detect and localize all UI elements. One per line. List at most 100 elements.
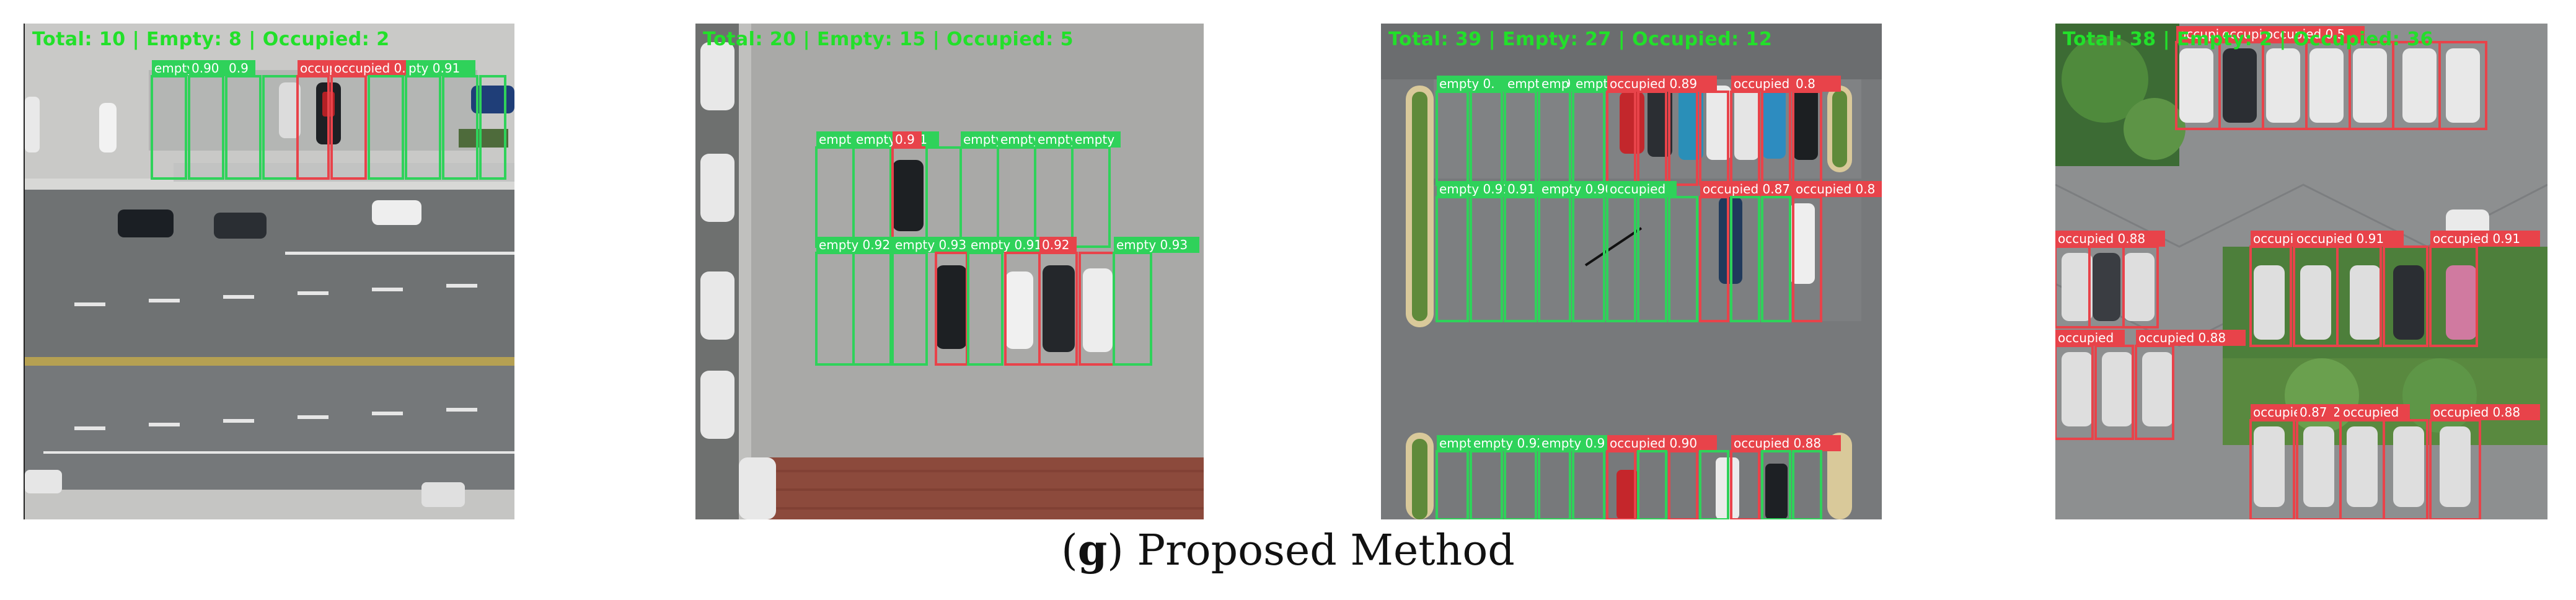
detection-label-background bbox=[1539, 76, 1568, 92]
space-counter: Total: 39 | Empty: 27 | Occupied: 12 bbox=[1388, 29, 1773, 50]
detection-label: 0.92 bbox=[1042, 237, 1070, 252]
detection-label: occupied 0.87 bbox=[1703, 182, 1790, 196]
detection-label: empty 0.91 bbox=[1439, 182, 1511, 196]
occupied-space-box bbox=[1668, 90, 1698, 186]
detection-label-background bbox=[1072, 131, 1118, 148]
detection-label-background bbox=[893, 237, 978, 253]
space-counter: Total: 38 | Empty: 2 | Occupied: 36 bbox=[2063, 29, 2433, 50]
detection-label-background bbox=[2340, 404, 2410, 420]
detection-label-background bbox=[1039, 237, 1077, 253]
empty-space-box bbox=[442, 75, 479, 180]
detection-label: empty bbox=[1075, 132, 1114, 147]
occupied-space-box bbox=[2438, 41, 2487, 130]
detection-label: occupied 0.91 bbox=[2296, 231, 2384, 246]
occupied-space-box bbox=[1668, 450, 1698, 519]
empty-space-box bbox=[1761, 196, 1791, 322]
detection-label: empty 0.93 bbox=[1116, 237, 1188, 252]
detection-label: occupied 0.8 bbox=[1796, 182, 1875, 196]
empty-space-box bbox=[1572, 450, 1605, 519]
detection-label-background bbox=[816, 237, 902, 253]
detection-label-background bbox=[2263, 26, 2365, 42]
occupied-space-box bbox=[2094, 345, 2134, 440]
space-counter: Total: 20 | Empty: 15 | Occupied: 5 bbox=[703, 29, 1074, 50]
detection-label: emp bbox=[1542, 76, 1569, 91]
space-counter: Total: 10 | Empty: 8 | Occupied: 2 bbox=[32, 29, 390, 50]
detection-label: 0.9 bbox=[895, 132, 915, 147]
panel-1-border bbox=[24, 24, 25, 519]
detection-label-background bbox=[189, 60, 226, 76]
empty-space-box bbox=[479, 75, 506, 180]
detection-label-background bbox=[816, 131, 854, 148]
detection-label: 0.87 bbox=[2300, 405, 2327, 420]
detection-label-background bbox=[1437, 76, 1506, 92]
detection-label: occupied 0.91 bbox=[2433, 231, 2520, 246]
detection-label: 0.90 bbox=[192, 61, 219, 76]
detection-label: occupied 0.88 bbox=[2058, 231, 2145, 246]
detection-label: occupied 0.88 bbox=[2433, 405, 2520, 420]
empty-space-box bbox=[1572, 196, 1605, 322]
empty-space-box bbox=[1792, 450, 1822, 519]
empty-space-box bbox=[1470, 196, 1503, 322]
occupied-space-box bbox=[2383, 419, 2428, 519]
detection-label-background bbox=[1731, 435, 1841, 451]
detection-label: empty 0.93 bbox=[895, 237, 966, 252]
detection-label-background bbox=[1505, 181, 1542, 197]
detection-label: occupied bbox=[2343, 405, 2399, 420]
detection-label-background bbox=[226, 60, 255, 76]
detection-label-background bbox=[2430, 231, 2540, 247]
empty-space-box bbox=[1668, 196, 1698, 322]
empty-space-box bbox=[1761, 450, 1791, 519]
detection-label: empty 0.92 bbox=[1473, 436, 1545, 451]
detection-label-background bbox=[1607, 435, 1717, 451]
empty-space-box bbox=[368, 75, 404, 180]
detection-label: 0.8 bbox=[1796, 76, 1815, 91]
detection-label: empty 0.9 bbox=[1542, 436, 1605, 451]
detection-label-background bbox=[2055, 330, 2125, 346]
detection-label: occupied 0.5 bbox=[2265, 27, 2345, 42]
detection-label: pty 0.91 bbox=[408, 61, 460, 76]
empty-space-box bbox=[1637, 450, 1667, 519]
detection-label: 0.9 bbox=[229, 61, 249, 76]
detection-label-background bbox=[1793, 76, 1822, 92]
detection-label-background bbox=[1700, 181, 1810, 197]
detection-label: occupied 0.90 bbox=[1610, 436, 1697, 451]
detection-label-background bbox=[2136, 330, 2246, 346]
detection-label: occupied 0.88 bbox=[2138, 330, 2226, 345]
empty-space-box bbox=[1504, 450, 1537, 519]
detection-label-background bbox=[2294, 231, 2404, 247]
empty-space-box bbox=[1699, 450, 1729, 519]
detection-label-background bbox=[1607, 181, 1677, 197]
aerial-photo-4: occupied occupied occupied 0.5 occupied 0.8… bbox=[2055, 24, 2547, 519]
empty-space-box bbox=[852, 252, 892, 366]
detection-label-background bbox=[2430, 404, 2540, 420]
detection-label: empty 0. bbox=[1439, 76, 1495, 91]
caption-text: Proposed Method bbox=[1137, 526, 1515, 575]
occupied-space-box bbox=[2122, 245, 2159, 329]
detection-label-background bbox=[2297, 404, 2334, 420]
occupied-space-box bbox=[2383, 245, 2428, 347]
detection-label-background bbox=[2055, 231, 2165, 247]
detection-label: occupied 0.88 bbox=[1734, 436, 1821, 451]
detection-label: empt bbox=[819, 132, 851, 147]
detection-label: empty 0.92 bbox=[819, 237, 890, 252]
detection-label-background bbox=[1114, 237, 1199, 253]
detection-label: occupied 0.89 bbox=[1610, 76, 1697, 91]
occupied-space-box bbox=[2336, 245, 2382, 347]
caption-label: g bbox=[1077, 526, 1108, 575]
detection-label: occupied bbox=[2058, 330, 2114, 345]
detection-label: empty 0.91 bbox=[971, 237, 1042, 252]
figure-caption: (g) Proposed Method bbox=[1061, 526, 1515, 575]
detection-label-background bbox=[1731, 76, 1841, 92]
detection-label: occupied bbox=[1610, 182, 1665, 196]
detection-label-background bbox=[406, 60, 475, 76]
detection-label-background bbox=[1539, 435, 1617, 451]
detection-label: 0.91 bbox=[1507, 182, 1535, 196]
detection-label-background bbox=[1607, 76, 1717, 92]
